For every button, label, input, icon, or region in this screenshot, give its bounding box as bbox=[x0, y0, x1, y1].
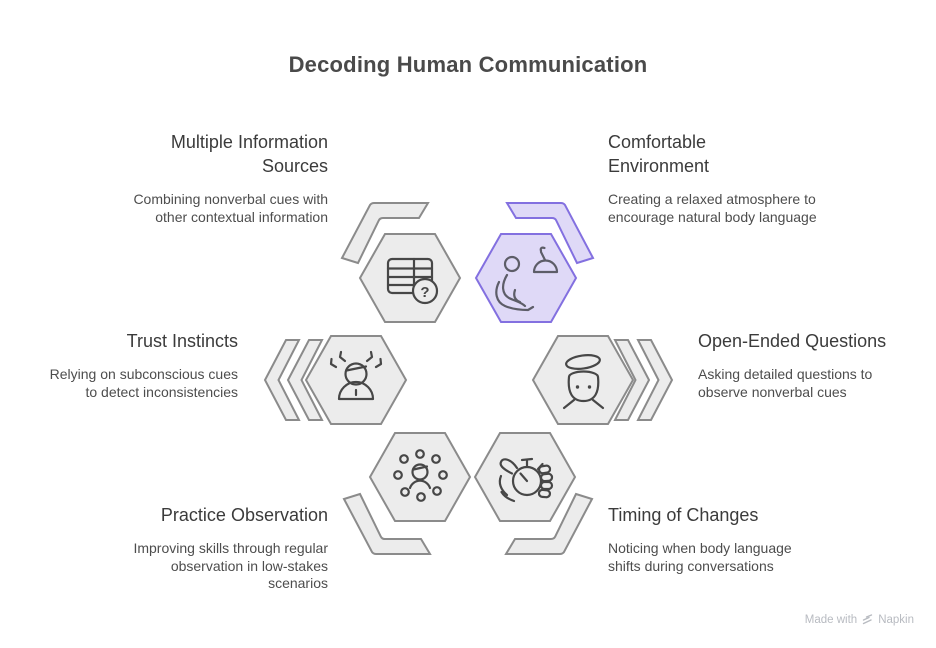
item-description: Improving skills through regular observa… bbox=[133, 540, 328, 591]
item-heading: Practice Observation bbox=[160, 505, 328, 525]
item-practice-observation: Practice Observation Improving skills th… bbox=[88, 503, 328, 593]
hexagon-timing-of-changes bbox=[473, 432, 577, 522]
item-multiple-information-sources: Multiple Information Sources Combining n… bbox=[88, 130, 328, 226]
watermark-prefix: Made with bbox=[804, 613, 858, 626]
item-timing-of-changes: Timing of Changes Noticing when body lan… bbox=[608, 503, 848, 575]
lounge-chair-lamp-icon bbox=[495, 246, 559, 312]
hexagon-diagram: ? bbox=[264, 202, 673, 555]
item-heading: Comfortable Environment bbox=[608, 132, 710, 176]
svg-text:?: ? bbox=[420, 284, 429, 301]
item-heading: Multiple Information Sources bbox=[170, 132, 328, 176]
hexagon-practice-observation bbox=[368, 432, 472, 522]
hexagon-comfortable-environment bbox=[474, 233, 578, 323]
item-heading: Trust Instincts bbox=[126, 331, 238, 351]
item-description: Creating a relaxed atmosphere to encoura… bbox=[608, 191, 817, 225]
table-question-icon: ? bbox=[386, 257, 439, 305]
watermark-brand: Napkin bbox=[878, 613, 914, 626]
stressed-person-icon bbox=[329, 350, 383, 401]
hand-stopwatch-icon bbox=[498, 457, 554, 503]
watermark: Made with Napkin bbox=[805, 613, 914, 626]
open-mind-face-icon bbox=[562, 354, 605, 410]
napkin-logo-icon bbox=[862, 614, 873, 625]
item-trust-instincts: Trust Instincts Relying on subconscious … bbox=[18, 329, 238, 401]
item-heading: Timing of Changes bbox=[608, 505, 759, 525]
hexagon-trust-instincts bbox=[304, 335, 408, 425]
diagram-title: Decoding Human Communication bbox=[288, 52, 648, 77]
item-description: Asking detailed questions to observe non… bbox=[698, 366, 873, 400]
hexagon-open-ended-questions bbox=[531, 335, 635, 425]
person-in-group-icon bbox=[393, 449, 448, 502]
item-open-ended-questions: Open-Ended Questions Asking detailed que… bbox=[698, 329, 918, 401]
item-heading: Open-Ended Questions bbox=[698, 331, 887, 351]
item-description: Combining nonverbal cues with other cont… bbox=[133, 191, 328, 225]
item-description: Relying on subconscious cues to detect i… bbox=[49, 366, 238, 400]
item-comfortable-environment: Comfortable Environment Creating a relax… bbox=[608, 130, 848, 226]
item-description: Noticing when body language shifts durin… bbox=[608, 540, 792, 574]
